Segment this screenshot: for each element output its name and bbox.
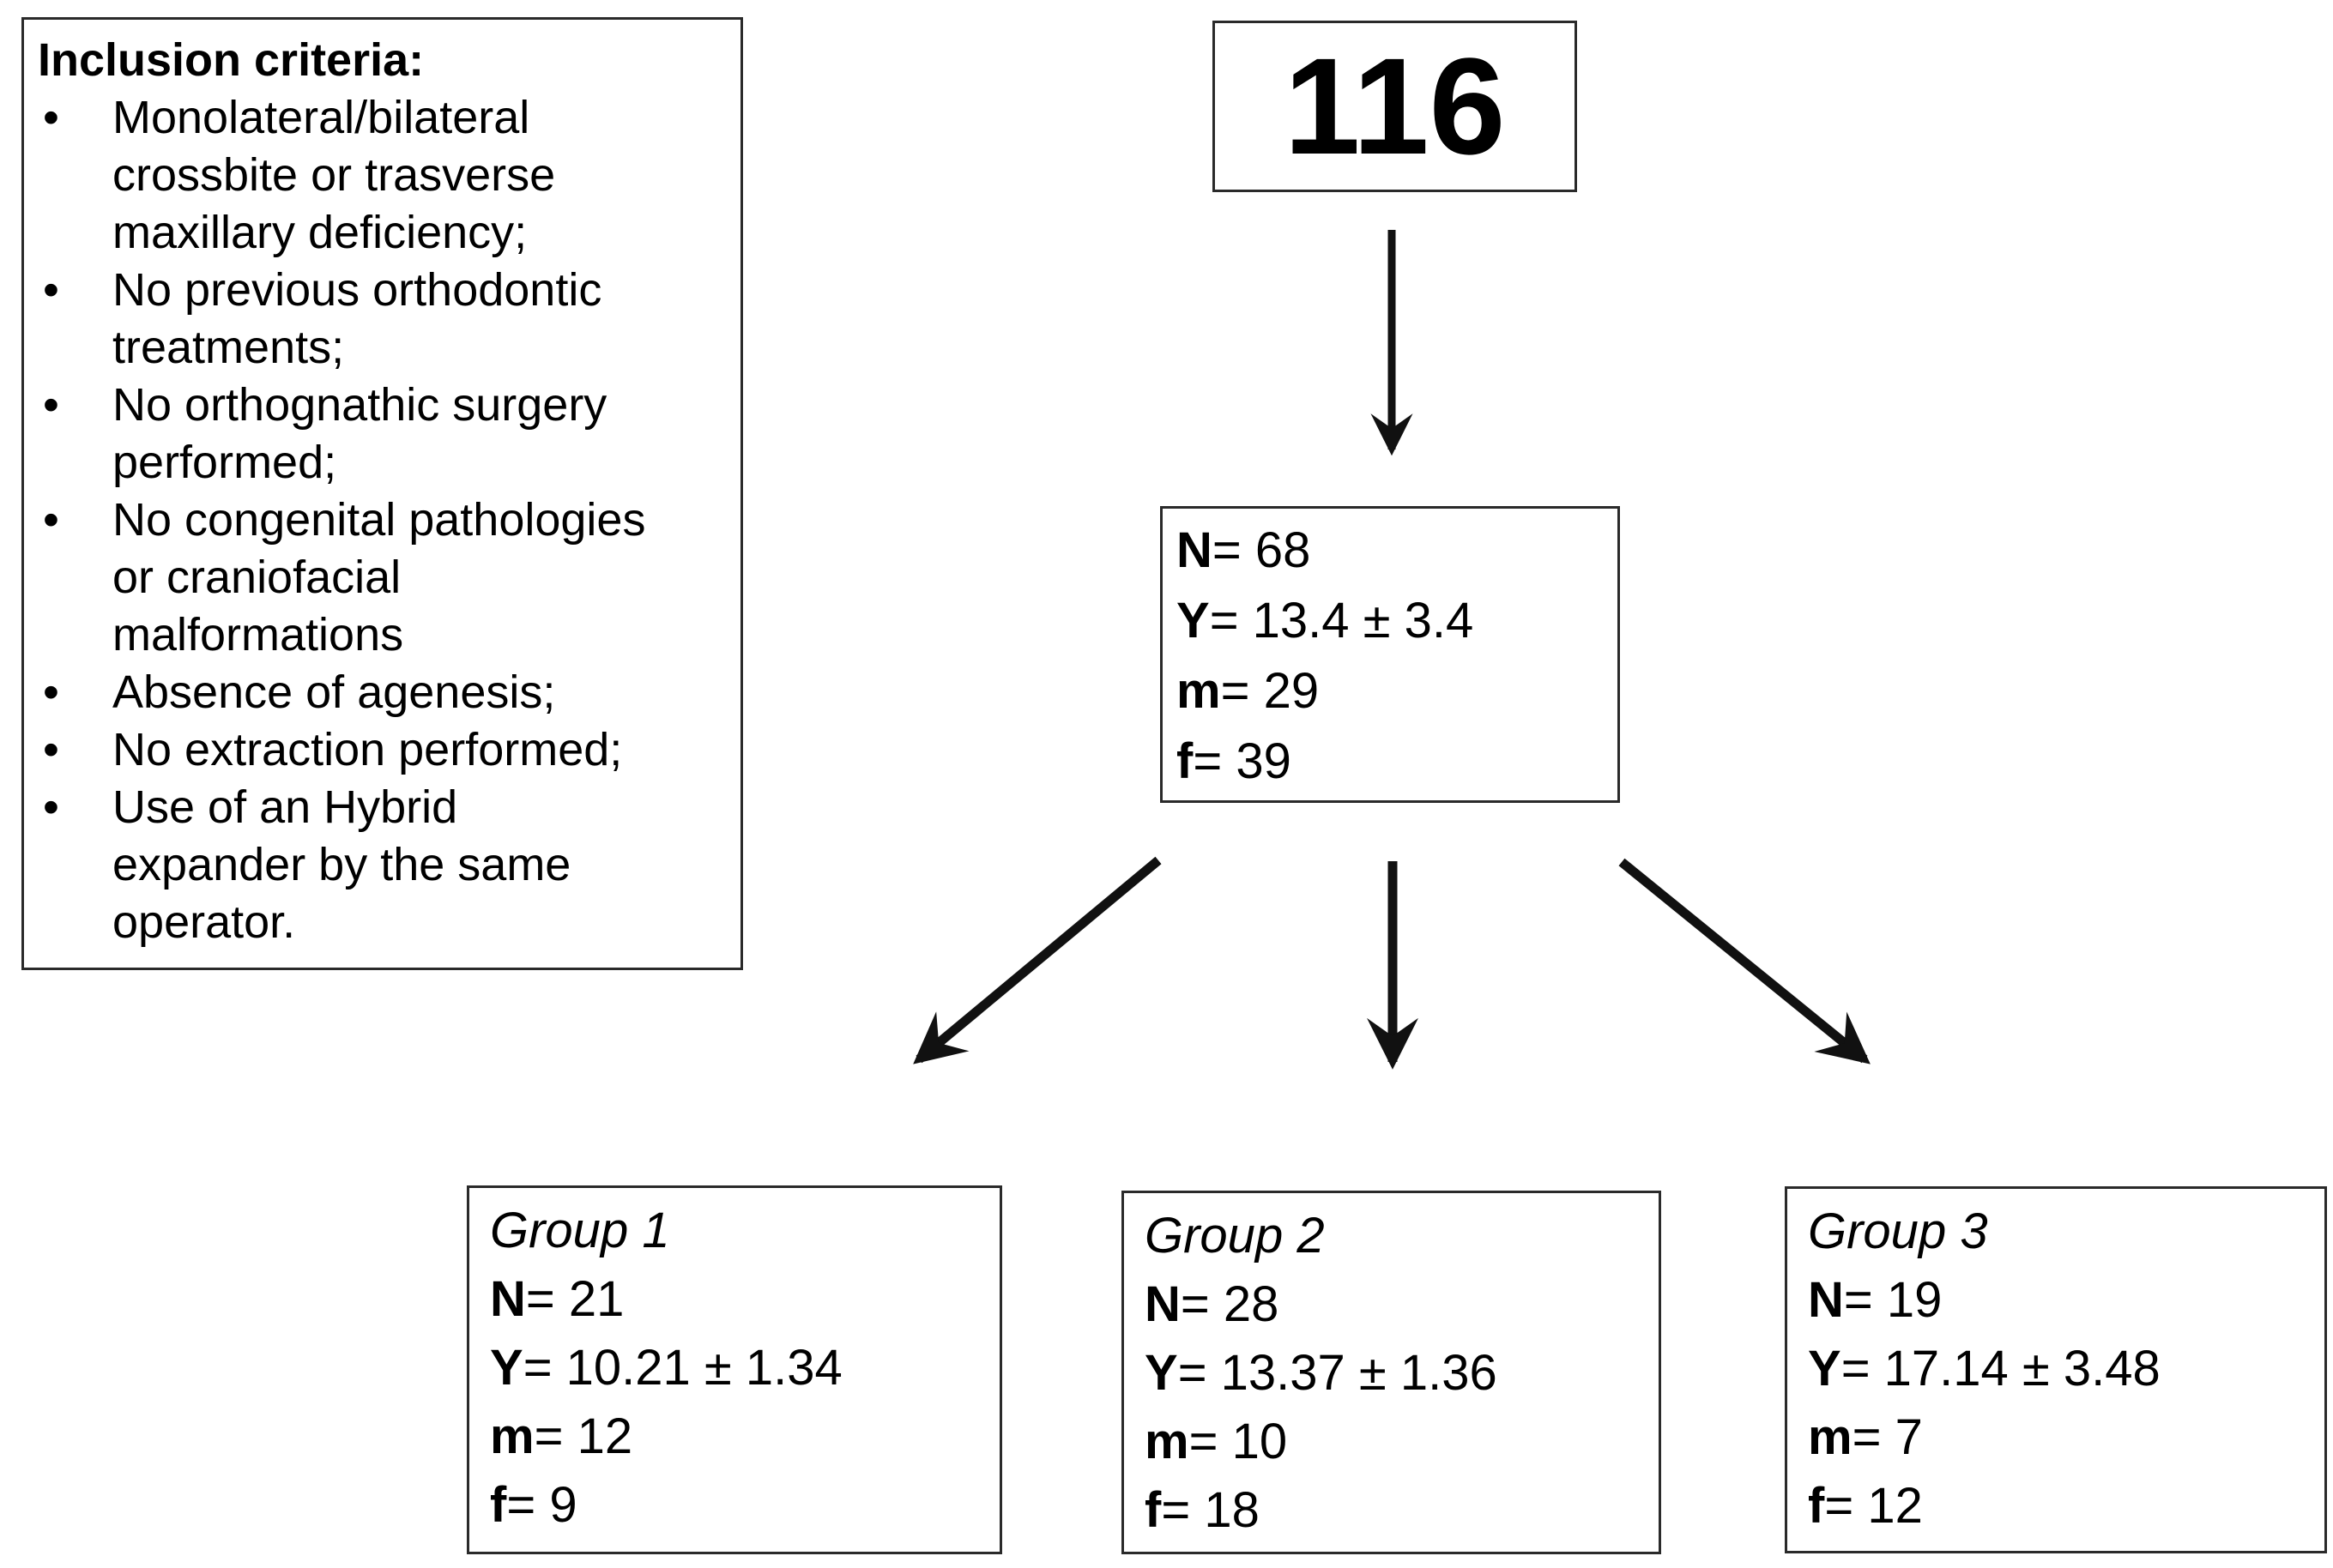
stat-row: N= 28 [1145,1270,1650,1339]
stat-row: f= 12 [1808,1472,2316,1541]
stat-value: = 29 [1220,663,1320,719]
criteria-line: No previous orthodontic [112,264,602,316]
inclusion-criteria-box: Inclusion criteria: • Monolateral/bilate… [21,17,743,970]
criteria-heading: Inclusion criteria: [38,34,425,86]
stat-row: f= 9 [490,1471,991,1540]
stat-row: m= 29 [1176,656,1609,727]
criteria-item: • Absence of agenesis; [38,664,727,721]
stat-label: m [490,1408,535,1464]
stat-value: = 12 [534,1408,633,1464]
criteria-line: or craniofacial [112,552,402,603]
bullet-icon: • [43,92,59,143]
stat-row: Y= 13.4 ± 3.4 [1176,586,1609,656]
stat-row: m= 7 [1808,1403,2316,1472]
stat-row: m= 12 [490,1402,991,1471]
criteria-line: malformations [112,609,404,660]
criteria-line: performed; [112,437,337,488]
stat-label: m [1808,1409,1852,1465]
stat-value: = 10 [1188,1414,1288,1469]
criteria-item: • No extraction performed; [38,721,727,779]
stat-label: N [1145,1276,1181,1332]
stat-label: f [1145,1482,1162,1538]
population-box: N= 68 Y= 13.4 ± 3.4 m= 29 f= 39 [1160,506,1620,803]
criteria-line: Use of an Hybrid [112,781,458,833]
stat-value: = 19 [1843,1272,1943,1328]
stat-row: f= 39 [1176,727,1609,797]
stat-label: Y [1145,1345,1178,1401]
group-title: Group 3 [1808,1203,1988,1259]
total-sample-box: 116 [1212,21,1577,192]
criteria-item: • No congenital pathologies or craniofac… [38,492,727,664]
bullet-icon: • [43,666,59,718]
stat-label: N [1176,522,1212,578]
stat-row: Y= 10.21 ± 1.34 [490,1334,991,1402]
bullet-icon: • [43,494,59,546]
stat-row: N= 21 [490,1265,991,1334]
stat-row: N= 19 [1808,1266,2316,1335]
stat-value: = 13.4 ± 3.4 [1209,593,1474,648]
stat-row: N= 68 [1176,516,1609,586]
criteria-line: No congenital pathologies [112,494,646,546]
criteria-line: operator. [112,896,296,948]
stat-value: = 17.14 ± 3.48 [1840,1341,2161,1396]
arrow-population-to-group3-icon [1618,858,1871,1064]
criteria-line: expander by the same [112,839,571,890]
bullet-icon: • [43,724,59,775]
stat-value: = 9 [506,1477,577,1533]
group-2-box: Group 2 N= 28 Y= 13.37 ± 1.36 m= 10 f= 1… [1121,1191,1661,1554]
group-title: Group 1 [490,1203,670,1258]
stat-row: Y= 17.14 ± 3.48 [1808,1335,2316,1403]
criteria-item: • Use of an Hybrid expander by the same … [38,779,727,951]
stat-label: Y [490,1340,523,1396]
bullet-icon: • [43,264,59,316]
stat-label: Y [1176,593,1210,648]
stat-value: = 18 [1161,1482,1260,1538]
stat-label: f [1808,1478,1825,1534]
stat-label: N [490,1271,526,1327]
group-3-box: Group 3 N= 19 Y= 17.14 ± 3.48 m= 7 f= 12 [1785,1186,2327,1553]
criteria-item: • Monolateral/bilateral crossbite or tra… [38,89,727,262]
arrow-population-to-group1-icon [913,856,1162,1064]
stat-label: f [1176,733,1194,789]
criteria-line: Absence of agenesis; [112,666,556,718]
stat-row: Y= 13.37 ± 1.36 [1145,1339,1650,1408]
criteria-line: treatments; [112,322,345,373]
stat-value: = 68 [1212,522,1311,578]
stat-label: m [1145,1414,1189,1469]
stat-value: = 7 [1852,1409,1923,1465]
bullet-icon: • [43,379,59,431]
criteria-item: • No previous orthodontic treatments; [38,262,727,377]
group-title: Group 2 [1145,1208,1325,1263]
stat-value: = 21 [525,1271,625,1327]
bullet-icon: • [43,781,59,833]
total-sample-value: 116 [1284,29,1506,183]
stat-value: = 12 [1824,1478,1923,1534]
stat-label: f [490,1477,507,1533]
criteria-line: No extraction performed; [112,724,623,775]
stat-row: f= 18 [1145,1476,1650,1545]
criteria-line: maxillary deficiency; [112,207,528,258]
stat-label: N [1808,1272,1844,1328]
stat-value: = 10.21 ± 1.34 [523,1340,843,1396]
stat-label: m [1176,663,1221,719]
criteria-line: No orthognathic surgery [112,379,607,431]
stat-value: = 28 [1180,1276,1279,1332]
criteria-item: • No orthognathic surgery performed; [38,377,727,492]
stat-value: = 39 [1193,733,1291,789]
criteria-line: Monolateral/bilateral [112,92,530,143]
group-1-box: Group 1 N= 21 Y= 10.21 ± 1.34 m= 12 f= 9 [467,1185,1002,1554]
stat-row: m= 10 [1145,1408,1650,1476]
stat-value: = 13.37 ± 1.36 [1177,1345,1497,1401]
criteria-line: crossbite or trasverse [112,149,556,201]
stat-label: Y [1808,1341,1841,1396]
